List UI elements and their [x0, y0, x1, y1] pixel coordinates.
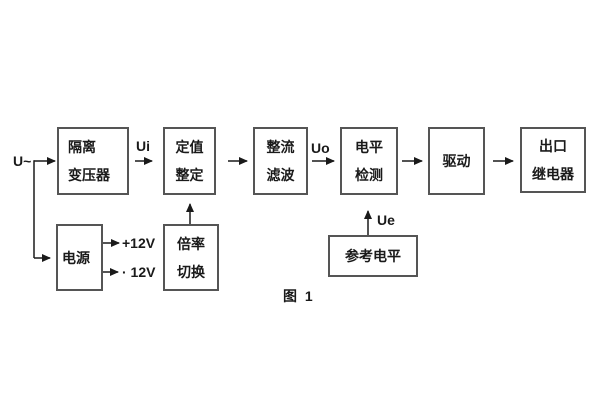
block-output-relay-line2: 继电器 [532, 166, 574, 182]
block-reference-level: 参考电平 [328, 235, 418, 277]
block-output-relay-line1: 出口 [539, 138, 567, 154]
block-level-detection-line2: 检测 [355, 167, 383, 183]
block-ratio-switch-line2: 切换 [177, 263, 205, 280]
block-drive-label: 驱动 [442, 153, 471, 169]
block-output-relay: 出口 继电器 [520, 127, 586, 193]
figure-caption: 图 1 [283, 288, 315, 304]
block-power-supply-label: 电源 [62, 249, 90, 266]
block-drive: 驱动 [428, 127, 485, 195]
label-uo: Uo [311, 140, 330, 156]
label-input-voltage: U~ [13, 153, 32, 169]
block-setting-adjustment-line1: 定值 [175, 139, 204, 155]
block-setting-adjustment-line2: 整定 [175, 167, 204, 183]
block-rectifier-filter-line2: 滤波 [266, 167, 295, 183]
block-power-supply: 电源 [56, 224, 103, 291]
block-setting-adjustment: 定值 整定 [163, 127, 216, 195]
block-ratio-switch-line1: 倍率 [177, 235, 205, 252]
block-rectifier-filter: 整流 滤波 [253, 127, 308, 195]
block-level-detection: 电平 检测 [340, 127, 398, 195]
block-reference-level-label: 参考电平 [345, 248, 401, 264]
label-minus-12v: · 12V [122, 264, 156, 280]
block-isolation-transformer: 隔离 变压器 [57, 127, 129, 195]
block-rectifier-filter-line1: 整流 [266, 139, 295, 155]
block-isolation-transformer-line1: 隔离 [68, 139, 96, 155]
block-level-detection-line1: 电平 [355, 139, 383, 155]
label-ui: Ui [136, 138, 150, 154]
block-ratio-switch: 倍率 切换 [163, 224, 219, 291]
block-isolation-transformer-line2: 变压器 [68, 167, 110, 183]
label-plus-12v: +12V [122, 235, 156, 251]
label-ue: Ue [377, 212, 395, 228]
